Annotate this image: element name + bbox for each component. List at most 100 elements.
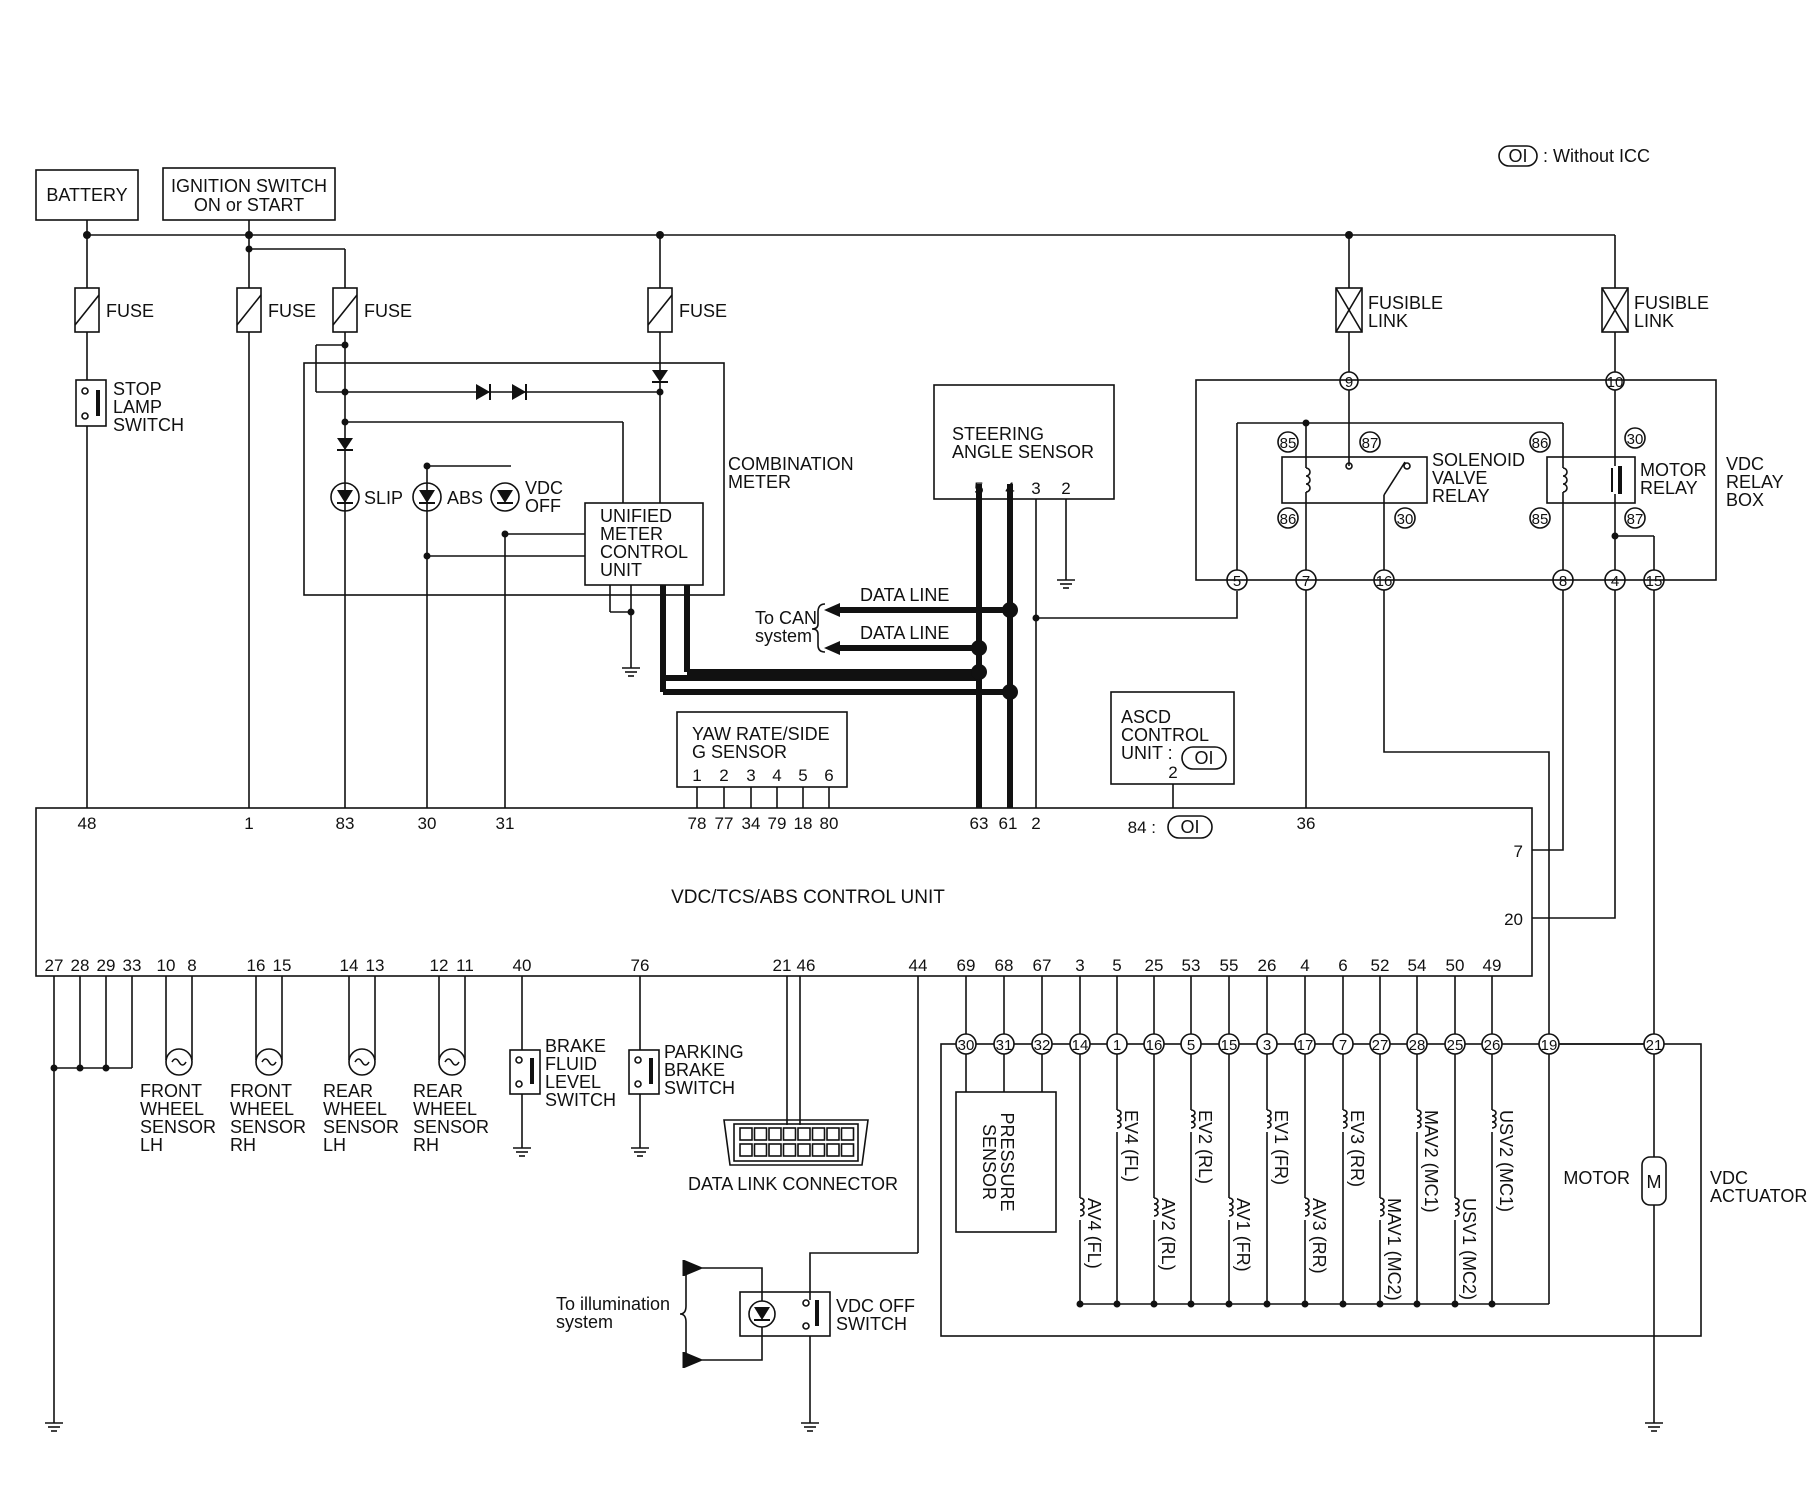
svg-text:RELAY: RELAY [1432, 486, 1490, 506]
svg-text:FUSE: FUSE [679, 301, 727, 321]
control-unit-pin: 27 [45, 956, 64, 975]
control-unit-pin: 49 [1483, 956, 1502, 975]
svg-text:G SENSOR: G SENSOR [692, 742, 787, 762]
control-unit-pin: 52 [1371, 956, 1390, 975]
dlc-pin [826, 1143, 840, 1157]
svg-text:UNIT :: UNIT : [1121, 743, 1173, 763]
svg-text:BATTERY: BATTERY [46, 185, 127, 205]
svg-text:ACTUATOR: ACTUATOR [1710, 1186, 1807, 1206]
ascd-control-unit: ASCD CONTROL UNIT : OI 2 [1110, 691, 1235, 808]
data-link-connector: DATA LINK CONNECTOR [688, 976, 898, 1194]
parking-brake-switch: PARKING BRAKE SWITCH [628, 976, 744, 1157]
actuator-pin: 19 [1538, 1033, 1560, 1055]
svg-text:AV3 (RR): AV3 (RR) [1309, 1198, 1329, 1274]
valve-lower: MAV1 (MC2) [1373, 1054, 1404, 1308]
svg-text:VDC OFF: VDC OFF [836, 1296, 915, 1316]
actuator-pin: 16 [1143, 1033, 1165, 1055]
svg-text:7: 7 [1514, 842, 1523, 861]
svg-text:system: system [755, 626, 812, 646]
svg-text:DATA LINK CONNECTOR: DATA LINK CONNECTOR [688, 1174, 898, 1194]
svg-text:87: 87 [1627, 511, 1644, 528]
control-unit-pin: 28 [71, 956, 90, 975]
combination-meter: COMBINATION METER [303, 362, 854, 596]
svg-text:17: 17 [1297, 1037, 1314, 1054]
yaw-rate-sensor: YAW RATE/SIDE G SENSOR 1 2 3 4 5 6 [676, 711, 848, 808]
valve-upper: EV4 (FL) [1110, 1054, 1141, 1308]
dlc-pin [753, 1127, 768, 1141]
svg-text:2: 2 [1061, 479, 1070, 498]
svg-text:1: 1 [244, 814, 253, 833]
svg-text:SWITCH: SWITCH [113, 415, 184, 435]
svg-text:RELAY: RELAY [1640, 478, 1698, 498]
svg-text:18: 18 [794, 814, 813, 833]
svg-text:3: 3 [1263, 1037, 1271, 1054]
battery: BATTERY [35, 169, 139, 221]
svg-text:UNIT: UNIT [600, 560, 642, 580]
meter-internal-wiring [315, 341, 668, 808]
sine-icon [444, 1058, 460, 1066]
actuator-pin: 1 [1106, 1033, 1128, 1055]
vdc-off-switch: To illumination system VDC OFF SWITCH [556, 976, 919, 1432]
svg-text:87: 87 [1362, 435, 1379, 452]
actuator-pin: 30 [955, 1033, 977, 1055]
svg-text:21: 21 [1646, 1037, 1663, 1054]
svg-text:PRESSURE: PRESSURE [997, 1112, 1017, 1211]
relay-box-outputs [1305, 590, 1655, 1036]
svg-text:BRAKE: BRAKE [545, 1036, 606, 1056]
svg-text:OI: OI [1194, 748, 1213, 768]
svg-text:WHEEL: WHEEL [413, 1099, 477, 1119]
svg-text:BRAKE: BRAKE [664, 1060, 725, 1080]
dlc-pin [840, 1143, 855, 1157]
legend: OI : Without ICC [1498, 145, 1650, 167]
svg-text:system: system [556, 1312, 613, 1332]
svg-text:20: 20 [1504, 910, 1523, 929]
svg-text:6: 6 [824, 766, 833, 785]
dlc-pin [768, 1127, 782, 1141]
svg-text:34: 34 [742, 814, 761, 833]
svg-text:FLUID: FLUID [545, 1054, 597, 1074]
svg-text:4: 4 [1005, 479, 1014, 498]
control-unit-pin: 67 [1033, 956, 1052, 975]
steering-angle-sensor: STEERING ANGLE SENSOR 5 4 3 2 [933, 384, 1238, 808]
svg-text:86: 86 [1532, 435, 1549, 452]
control-unit-pin: 16 [247, 956, 266, 975]
valve-lower: AV1 (FR) [1222, 1054, 1253, 1308]
dlc-pin [782, 1143, 797, 1157]
dlc-pin [739, 1127, 753, 1141]
svg-text:BOX: BOX [1726, 490, 1764, 510]
svg-text:: Without ICC: : Without ICC [1543, 146, 1650, 166]
svg-text:3: 3 [1031, 479, 1040, 498]
actuator-pin: 7 [1332, 1033, 1354, 1055]
svg-text:CONTROL: CONTROL [1121, 725, 1209, 745]
coil-icon [1416, 1109, 1422, 1129]
svg-text:26: 26 [1484, 1037, 1501, 1054]
coil-icon [1342, 1109, 1348, 1129]
control-unit-pin: 33 [123, 956, 142, 975]
fuse-4: FUSE [647, 235, 727, 370]
svg-text:2: 2 [1168, 763, 1177, 782]
valve-lower: AV3 (RR) [1298, 1054, 1329, 1308]
svg-text:LINK: LINK [1368, 311, 1408, 331]
svg-text:RELAY: RELAY [1726, 472, 1784, 492]
control-unit-pin: 3 [1075, 956, 1084, 975]
actuator-pin: 32 [1031, 1033, 1053, 1055]
svg-text:77: 77 [715, 814, 734, 833]
valve-upper: EV1 (FR) [1260, 1054, 1291, 1308]
svg-text:YAW RATE/SIDE: YAW RATE/SIDE [692, 724, 830, 744]
svg-text:16: 16 [1376, 573, 1393, 590]
dlc-pin [840, 1127, 855, 1141]
unified-meter-control-unit: UNIFIED METER CONTROL UNIT [584, 502, 704, 586]
svg-text:28: 28 [1409, 1037, 1426, 1054]
actuator-pin: 15 [1218, 1033, 1240, 1055]
svg-text:VDC: VDC [1710, 1168, 1748, 1188]
control-unit-pin: 4 [1300, 956, 1309, 975]
svg-text:ANGLE SENSOR: ANGLE SENSOR [952, 442, 1094, 462]
fusible-link-2: FUSIBLE LINK [1601, 235, 1709, 372]
valve-lower: AV4 (FL) [1073, 1054, 1104, 1308]
svg-text:7: 7 [1302, 573, 1310, 590]
svg-text:UNIFIED: UNIFIED [600, 506, 672, 526]
valve-lower: AV2 (RL) [1147, 1054, 1178, 1308]
control-unit-pin: 68 [995, 956, 1014, 975]
svg-text:SENSOR: SENSOR [323, 1117, 399, 1137]
